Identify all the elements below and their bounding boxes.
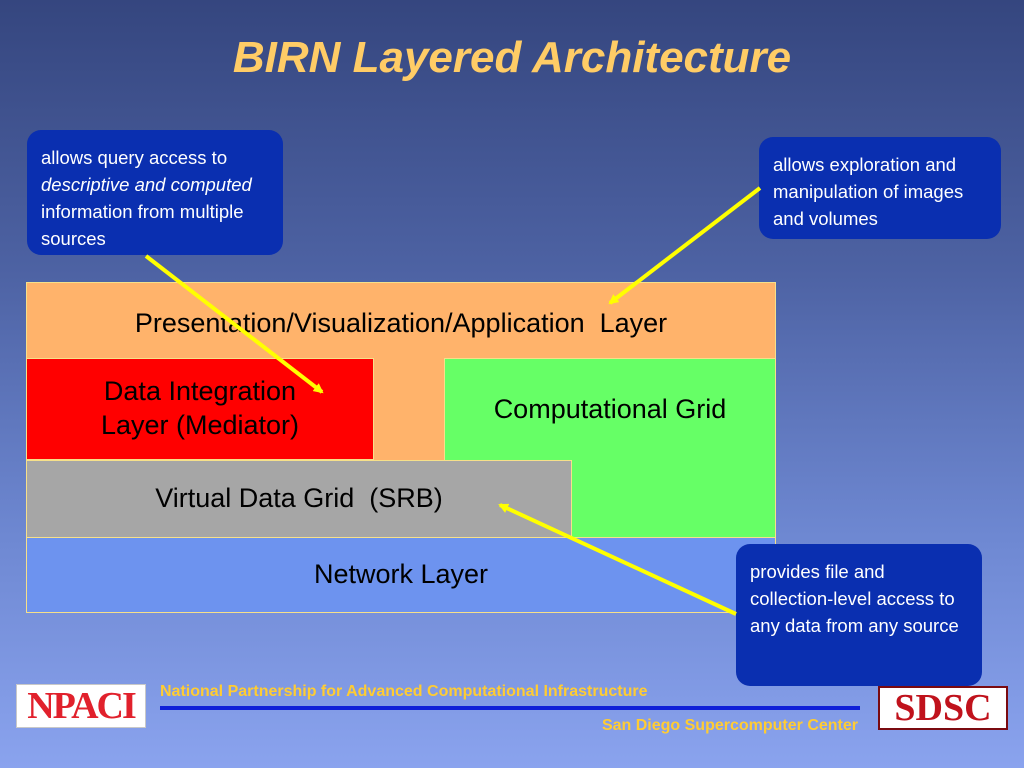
footer-divider (160, 706, 860, 710)
network-layer: Network Layer (26, 537, 776, 613)
callout-exploration: allows exploration and manipulation of i… (759, 137, 1001, 239)
presentation-layer-label: Presentation/Visualization/Application L… (134, 308, 668, 338)
sdsc-name: San Diego Supercomputer Center (601, 717, 858, 734)
callout-query-access: allows query access to descriptive and c… (27, 130, 283, 255)
network-layer-label: Network Layer (313, 559, 489, 590)
virtual-data-grid-layer: Virtual Data Grid (SRB) (26, 460, 572, 538)
npaci-logo: NPACI (16, 684, 146, 728)
sdsc-logo: SDSC (878, 686, 1008, 730)
slide-title: BIRN Layered Architecture (232, 33, 792, 82)
computational-grid-label: Computational Grid (493, 394, 727, 424)
virtual-data-grid-label: Virtual Data Grid (SRB) (155, 483, 443, 514)
data-integration-label: Data Integration Layer (Mediator) (100, 376, 300, 440)
data-integration-layer: Data Integration Layer (Mediator) (26, 358, 374, 460)
callout-file-access: provides file and collection-level acces… (736, 544, 982, 686)
npaci-name: National Partnership for Advanced Comput… (160, 683, 648, 700)
